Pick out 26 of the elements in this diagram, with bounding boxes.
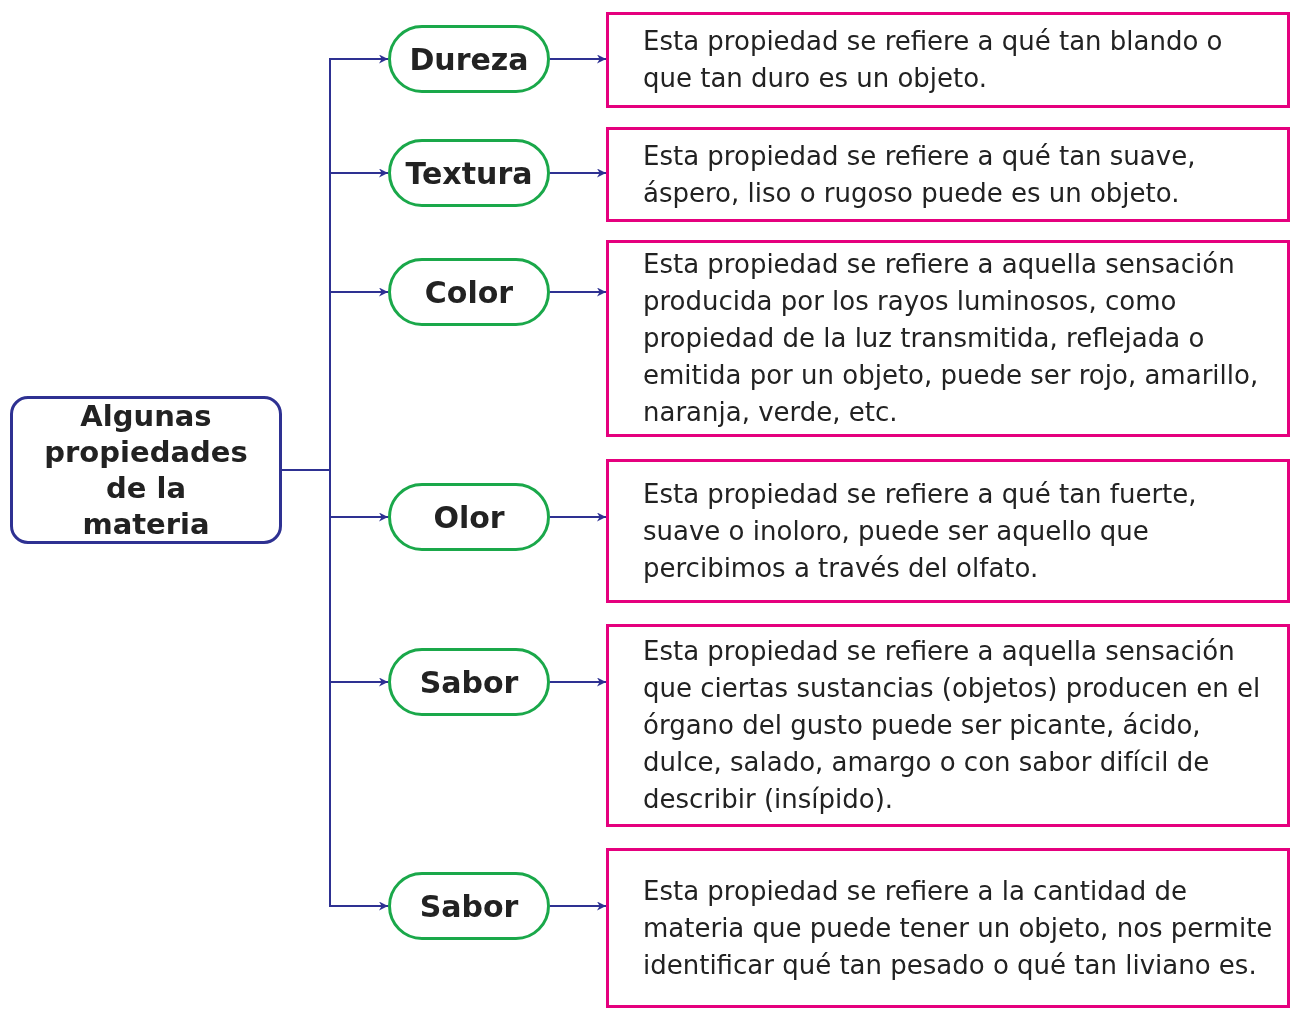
description-box	[606, 848, 1290, 1008]
arrow	[549, 677, 607, 687]
node-label: Algunas propiedades de la materia	[43, 398, 249, 542]
arrow	[549, 512, 607, 522]
node-label: Sabor	[419, 888, 519, 924]
description-text: Esta propiedad se refiere a aquella sensación producida por los rayos luminosos, como propiedad de la luz transmitida, reflejada o emitida por un objeto, puede ser rojo, amarillo, naranja, verde, etc.	[643, 248, 1260, 429]
description-box	[606, 240, 1290, 437]
node-label: Olor	[433, 499, 505, 535]
description-box	[606, 127, 1290, 222]
description-text: Esta propiedad se refiere a qué tan suave, áspero, liso o rugoso puede es un objeto.	[643, 139, 1197, 210]
description-text: Esta propiedad se refiere a la cantidad de materia que puede tener un objeto, nos permite identificar qué tan pesado o qué tan liviano es.	[643, 874, 1274, 982]
arrow	[549, 168, 607, 178]
node-label: Textura	[405, 155, 533, 191]
node-label: Dureza	[409, 41, 529, 77]
topic-box	[10, 396, 282, 544]
description-box	[606, 459, 1290, 603]
arrow	[549, 901, 607, 911]
description-text: Esta propiedad se refiere a qué tan fuerte, suave o inoloro, puede ser aquello que percibimos a través del olfato.	[643, 477, 1198, 585]
description-text: Esta propiedad se refiere a qué tan blando o que tan duro es un objeto.	[643, 25, 1224, 95]
node-label: Sabor	[419, 664, 519, 700]
description-box	[606, 12, 1290, 108]
arrow	[549, 287, 607, 297]
description-box	[606, 624, 1290, 827]
node-label: Color	[424, 274, 514, 310]
description-text: Esta propiedad se refiere a aquella sensación que ciertas sustancias (objetos) producen en el órgano del gusto puede ser picante, ácido, dulce, salado, amargo o con sabor difícil de describir (insípido).	[643, 635, 1262, 816]
arrow	[549, 54, 607, 64]
